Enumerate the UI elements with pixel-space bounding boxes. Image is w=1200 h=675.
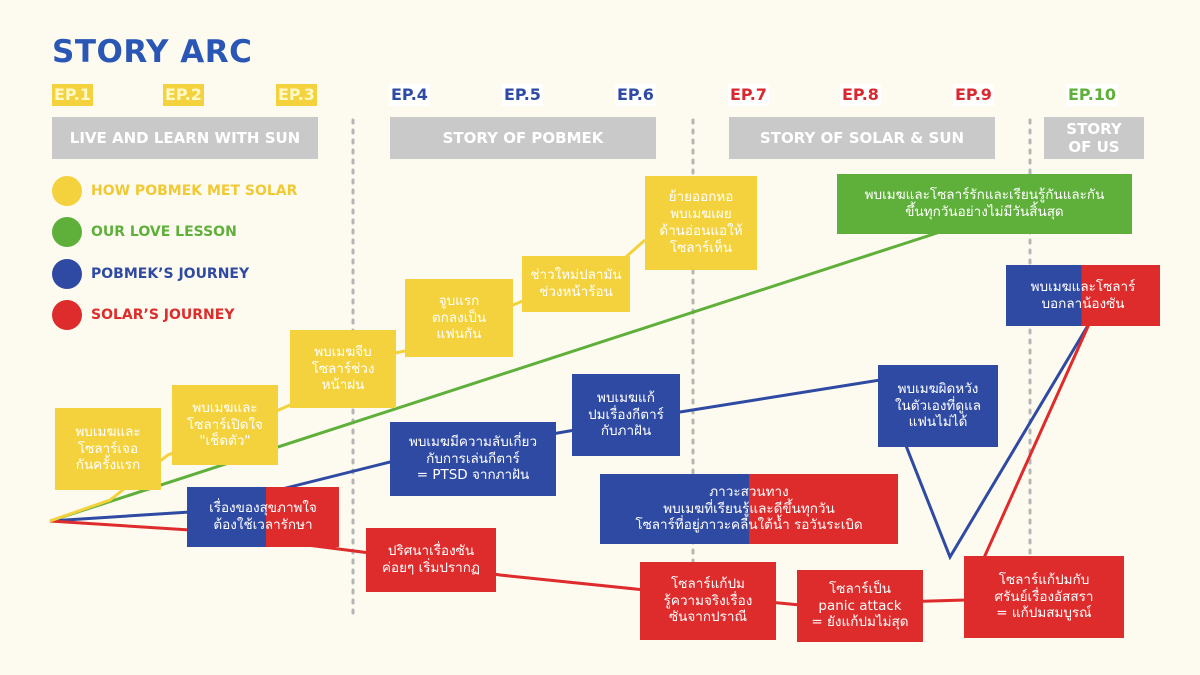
event-opposite-states: ภาวะสวนทาง พบเมฆที่เรียนรู้และดีขึ้นทุกว… bbox=[600, 474, 898, 544]
episode-label-2: EP.2 bbox=[163, 84, 204, 106]
event-courting-rainy-season: พบเมฆจีบ โซลาร์ช่วง หน้าฝน bbox=[290, 330, 396, 408]
page-title: STORY ARC bbox=[52, 34, 253, 70]
event-learn-together-forever: พบเมฆและโซลาร์รักและเรียนรู้กันและกัน ขึ… bbox=[837, 174, 1132, 234]
episode-label-7: EP.7 bbox=[728, 84, 769, 106]
legend-dot-green bbox=[52, 217, 82, 247]
event-summer-news: ช่าวใหม่ปลามัน ช่วงหน้าร้อน bbox=[522, 256, 630, 312]
event-guitar-secret: พบเมฆมีความลับเกี่ยว กับการเล่นกีตาร์ = … bbox=[390, 422, 556, 496]
event-farewell-sun: พบเมฆและโซลาร์ บอกลาน้องซัน bbox=[1006, 265, 1160, 326]
event-disappointed-self: พบเมฆผิดหวัง ในตัวเองที่ดูแล แฟนไม่ได้ bbox=[878, 365, 998, 447]
legend-item-pobmek-journey: POBMEK’S JOURNEY bbox=[52, 259, 249, 289]
legend-label: POBMEK’S JOURNEY bbox=[91, 266, 250, 282]
episode-label-10: EP.10 bbox=[1066, 84, 1119, 106]
event-first-meeting: พบเมฆและ โซลาร์เจอ กันครั้งแรก bbox=[55, 408, 161, 490]
episode-label-8: EP.8 bbox=[840, 84, 881, 106]
love-lesson-line bbox=[49, 230, 941, 523]
episode-label-9: EP.9 bbox=[953, 84, 994, 106]
episode-label-3: EP.3 bbox=[276, 84, 317, 106]
legend-label: SOLAR’S JOURNEY bbox=[91, 307, 235, 323]
arc-header-story-of-solar-and-sun: STORY OF SOLAR & SUN bbox=[729, 117, 995, 159]
arc-header-live-and-learn: LIVE AND LEARN WITH SUN bbox=[52, 117, 318, 159]
event-panic-attack: โซลาร์เป็น panic attack = ยังแก้ปมไม่สุด bbox=[797, 570, 923, 642]
legend-label: OUR LOVE LESSON bbox=[91, 224, 237, 240]
event-sun-mystery: ปริศนาเรื่องซัน ค่อยๆ เริ่มปรากฏ bbox=[366, 528, 496, 592]
episode-label-6: EP.6 bbox=[615, 84, 656, 106]
event-move-out: ย้ายออกหอ พบเมฆเผย ด้านอ่อนแอให้ โซลาร์เ… bbox=[645, 176, 757, 270]
episode-label-1: EP.1 bbox=[52, 84, 93, 106]
episode-label-5: EP.5 bbox=[502, 84, 543, 106]
event-open-up: พบเมฆและ โซลาร์เปิดใจ "เช็ดตัว" bbox=[172, 385, 278, 465]
legend-dot-red bbox=[52, 300, 82, 330]
event-truth-about-sun: โซลาร์แก้ปม รู้ความจริงเรื่อง ซันจากปราณ… bbox=[640, 562, 776, 640]
arc-header-story-of-pobmek: STORY OF POBMEK bbox=[390, 117, 656, 159]
legend-item-met-solar: HOW POBMEK MET SOLAR bbox=[52, 176, 297, 206]
event-mental-health: เรื่องของสุขภาพใจ ต้องใช้เวลารักษา bbox=[187, 487, 339, 547]
event-first-kiss: จูบแรก ตกลงเป็น แฟนกัน bbox=[405, 279, 513, 357]
legend-label: HOW POBMEK MET SOLAR bbox=[91, 183, 298, 199]
episode-label-4: EP.4 bbox=[389, 84, 430, 106]
legend-dot-yellow bbox=[52, 176, 82, 206]
legend-dot-blue bbox=[52, 259, 82, 289]
legend-item-love-lesson: OUR LOVE LESSON bbox=[52, 217, 237, 247]
event-resolve-completely: โซลาร์แก้ปมกับ ศรันย์เรื่องอัสสรา = แก้ป… bbox=[964, 556, 1124, 638]
arc-header-story-of-us: STORY OF US bbox=[1044, 117, 1144, 159]
legend-item-solar-journey: SOLAR’S JOURNEY bbox=[52, 300, 234, 330]
event-solve-guitar-issue: พบเมฆแก้ ปมเรื่องกีตาร์ กับภาฝัน bbox=[572, 374, 680, 456]
